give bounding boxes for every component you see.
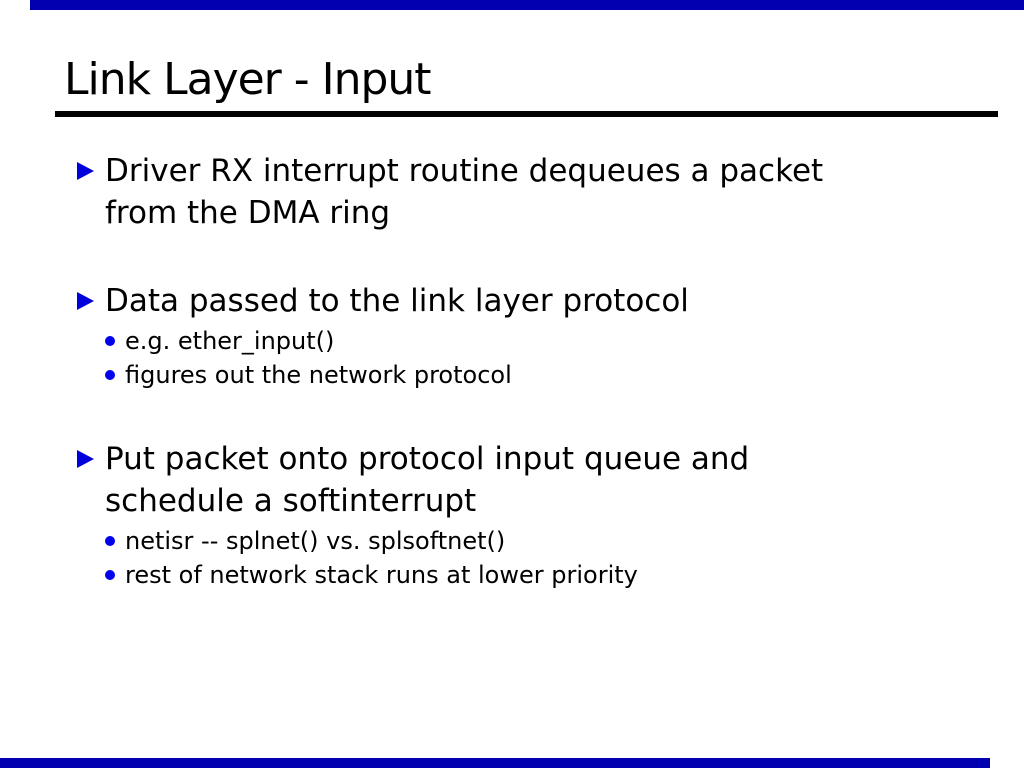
sub-bullet-item: e.g. ether_input() (66, 324, 876, 358)
dot-bullet-icon (105, 370, 115, 380)
slide-content: Driver RX interrupt routine dequeues a p… (66, 150, 876, 592)
bullet-group: Data passed to the link layer protocol e… (66, 280, 876, 392)
sub-bullet-text: rest of network stack runs at lower prio… (125, 561, 638, 589)
sub-bullet-list: netisr -- splnet() vs. splsoftnet() rest… (66, 524, 876, 592)
sub-bullet-item: figures out the network protocol (66, 358, 876, 392)
bullet-item: Data passed to the link layer protocol (66, 280, 876, 322)
triangle-bullet-icon (77, 162, 94, 180)
dot-bullet-icon (105, 536, 115, 546)
bullet-text: Put packet onto protocol input queue and… (105, 441, 750, 519)
bullet-text: Data passed to the link layer protocol (105, 283, 689, 319)
sub-bullet-item: rest of network stack runs at lower prio… (66, 558, 876, 592)
bullet-text: Driver RX interrupt routine dequeues a p… (105, 153, 824, 231)
sub-bullet-text: figures out the network protocol (125, 361, 512, 389)
dot-bullet-icon (105, 336, 115, 346)
triangle-bullet-icon (77, 450, 94, 468)
sub-bullet-item: netisr -- splnet() vs. splsoftnet() (66, 524, 876, 558)
top-decoration-bar (30, 0, 1024, 10)
bullet-item: Put packet onto protocol input queue and… (66, 438, 876, 522)
sub-bullet-text: netisr -- splnet() vs. splsoftnet() (125, 527, 506, 555)
title-underline (55, 111, 998, 117)
triangle-bullet-icon (77, 292, 94, 310)
page-title: Link Layer - Input (64, 54, 432, 105)
dot-bullet-icon (105, 570, 115, 580)
sub-bullet-text: e.g. ether_input() (125, 327, 335, 355)
sub-bullet-list: e.g. ether_input() figures out the netwo… (66, 324, 876, 392)
bottom-decoration-bar (0, 758, 990, 768)
bullet-group: Put packet onto protocol input queue and… (66, 438, 876, 592)
bullet-item: Driver RX interrupt routine dequeues a p… (66, 150, 876, 234)
bullet-group: Driver RX interrupt routine dequeues a p… (66, 150, 876, 234)
